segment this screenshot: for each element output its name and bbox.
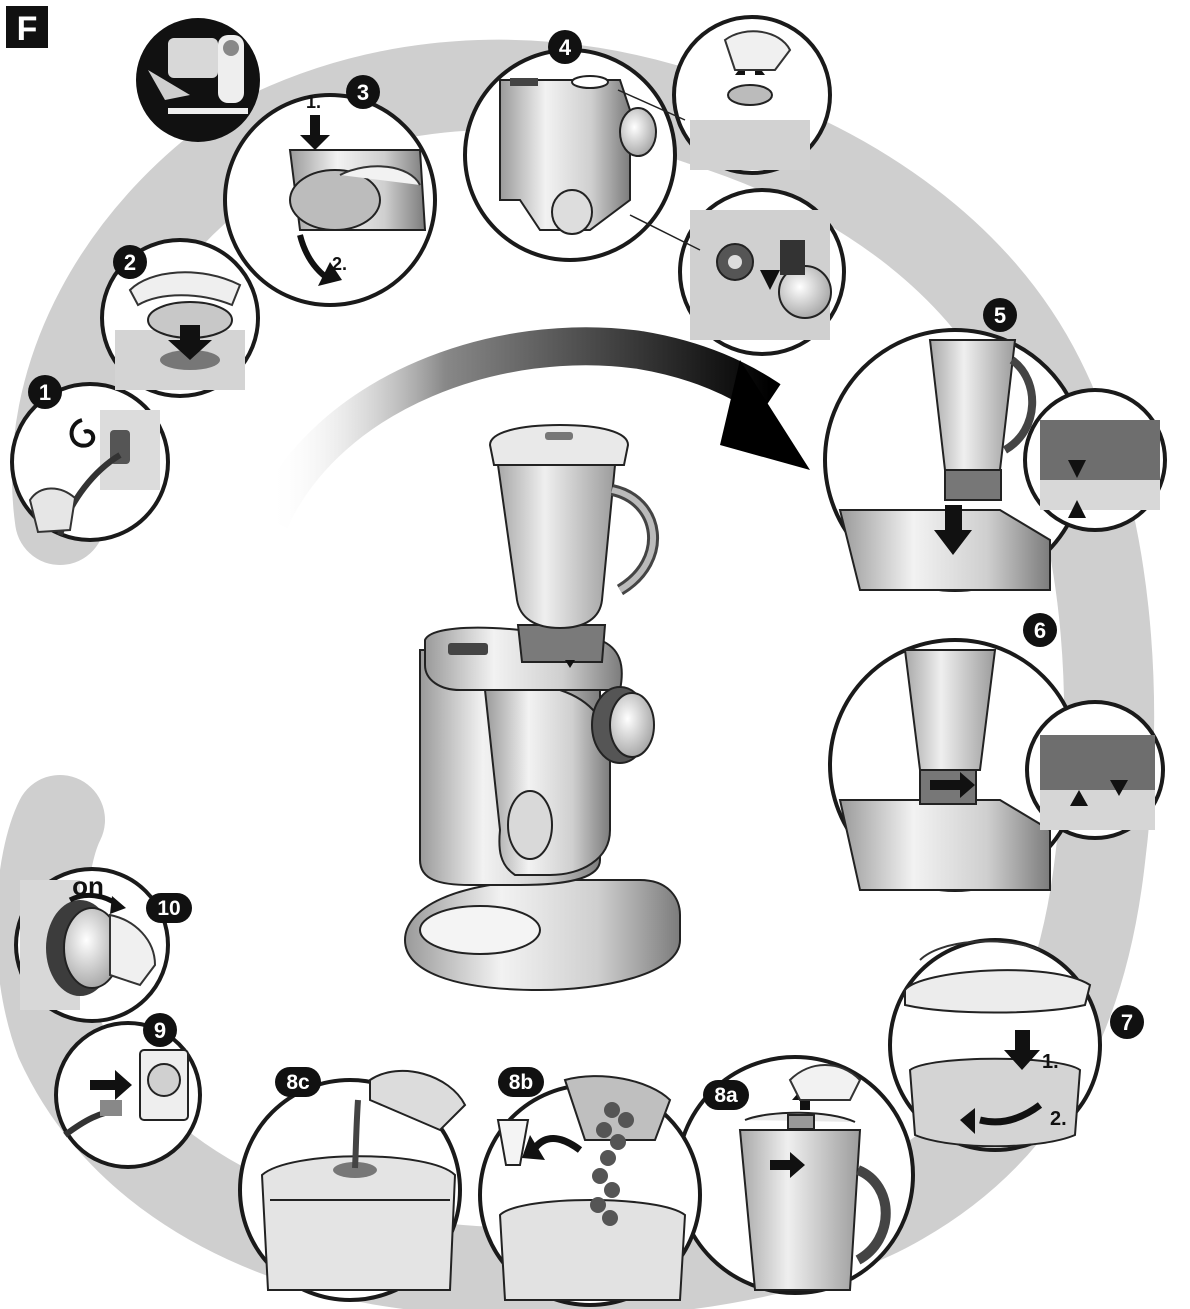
step-badge-4: 4: [548, 30, 582, 64]
svg-text:2: 2: [124, 250, 136, 275]
step-panel-8b: [478, 1075, 702, 1307]
step-7-sublabel-1: 1.: [1042, 1051, 1059, 1073]
step-badge-8a: 8a: [703, 1080, 749, 1110]
step-panel-10: on: [14, 867, 170, 1023]
step-panel-8c: [238, 1069, 467, 1302]
svg-text:8c: 8c: [286, 1071, 310, 1094]
step-7-sublabel-2: 2.: [1050, 1108, 1067, 1130]
step-3-sublabel-2: 2.: [332, 254, 347, 274]
svg-text:9: 9: [154, 1018, 166, 1043]
step-badge-7: 7: [1110, 1005, 1144, 1039]
step-badge-8b: 8b: [498, 1067, 544, 1097]
svg-text:8a: 8a: [714, 1084, 738, 1107]
step-badge-8c: 8c: [275, 1067, 321, 1097]
svg-text:8b: 8b: [509, 1071, 534, 1094]
storage-inset-icon: [136, 18, 260, 142]
section-letter-badge: F: [6, 6, 48, 48]
step-badge-1: 1: [28, 375, 62, 409]
step-panel-8a: [675, 1055, 915, 1295]
step-badge-3: 3: [346, 75, 380, 109]
svg-text:4: 4: [559, 35, 572, 60]
step-badge-9: 9: [143, 1013, 177, 1047]
callout-line: [617, 89, 686, 121]
step-badge-5: 5: [983, 298, 1017, 332]
section-letter: F: [17, 10, 38, 48]
step-panel-5: [823, 328, 1167, 592]
step-panel-9: [54, 1021, 202, 1169]
svg-text:10: 10: [157, 897, 180, 920]
step-panel-1: [10, 382, 170, 542]
svg-text:1: 1: [39, 380, 51, 405]
callout-line: [629, 214, 701, 251]
blender-appliance-icon: [403, 423, 681, 992]
step-10-caption: on: [72, 871, 104, 901]
coffee-beans: [590, 1102, 634, 1226]
svg-text:5: 5: [994, 303, 1006, 328]
step-panel-2: [100, 238, 260, 398]
step-panel-4: [463, 48, 677, 262]
curved-arrow-icon: [252, 327, 810, 529]
step-3-sublabel-1: 1.: [306, 92, 321, 112]
step-badge-10: 10: [146, 893, 192, 923]
step-badge-2: 2: [113, 245, 147, 279]
step-panel-4-detail-cover: [678, 188, 846, 356]
step-panel-4-detail-cap: [672, 15, 832, 175]
step-panel-7: 1. 2.: [888, 938, 1102, 1152]
step-badge-6: 6: [1023, 613, 1057, 647]
svg-text:3: 3: [357, 80, 369, 105]
svg-text:6: 6: [1034, 618, 1046, 643]
svg-text:7: 7: [1121, 1010, 1133, 1035]
step-panel-3: [223, 93, 437, 307]
step-panel-6: [828, 638, 1165, 892]
